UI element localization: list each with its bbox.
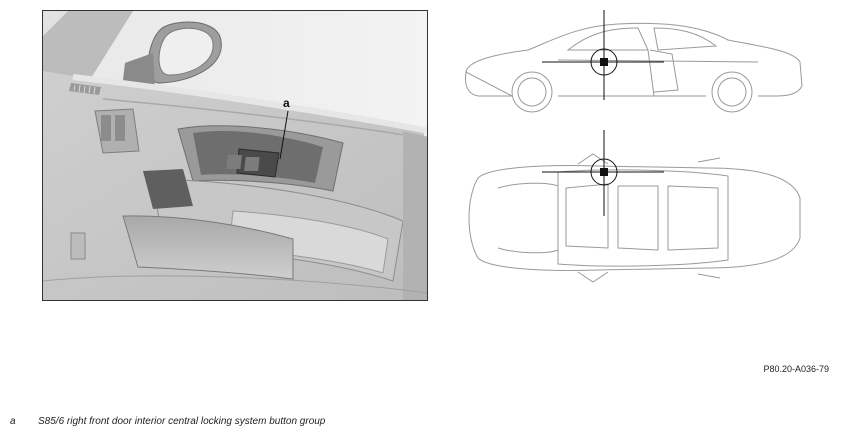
callout-leader xyxy=(279,110,289,160)
seat-control-panel xyxy=(94,108,140,154)
a-pillar xyxy=(43,11,133,91)
car-side-body xyxy=(465,22,803,97)
car-top-body xyxy=(468,165,801,271)
callout-label-a: a xyxy=(283,96,290,110)
side-view-locator-marker xyxy=(542,10,664,100)
car-top-view xyxy=(468,130,801,283)
rear-wheel xyxy=(711,71,753,113)
legend-key: a xyxy=(10,416,16,427)
central-locking-button-group xyxy=(226,148,280,178)
door-pocket xyxy=(122,215,294,280)
door-reflector xyxy=(70,232,86,260)
top-view-locator-marker xyxy=(542,130,664,216)
tweeter-grille xyxy=(69,83,101,95)
door-pull-cup xyxy=(143,169,193,209)
figure-reference-code: P80.20-A036-79 xyxy=(763,364,829,374)
legend-text: S85/6 right front door interior central … xyxy=(38,416,326,427)
front-wheel xyxy=(511,71,553,113)
door-interior-illustration xyxy=(42,10,428,301)
door-interior-drawing xyxy=(43,11,427,300)
cabin-outline xyxy=(557,169,729,267)
legend-item-a: a S85/6 right front door interior centra… xyxy=(10,416,325,427)
car-side-view xyxy=(465,10,803,113)
